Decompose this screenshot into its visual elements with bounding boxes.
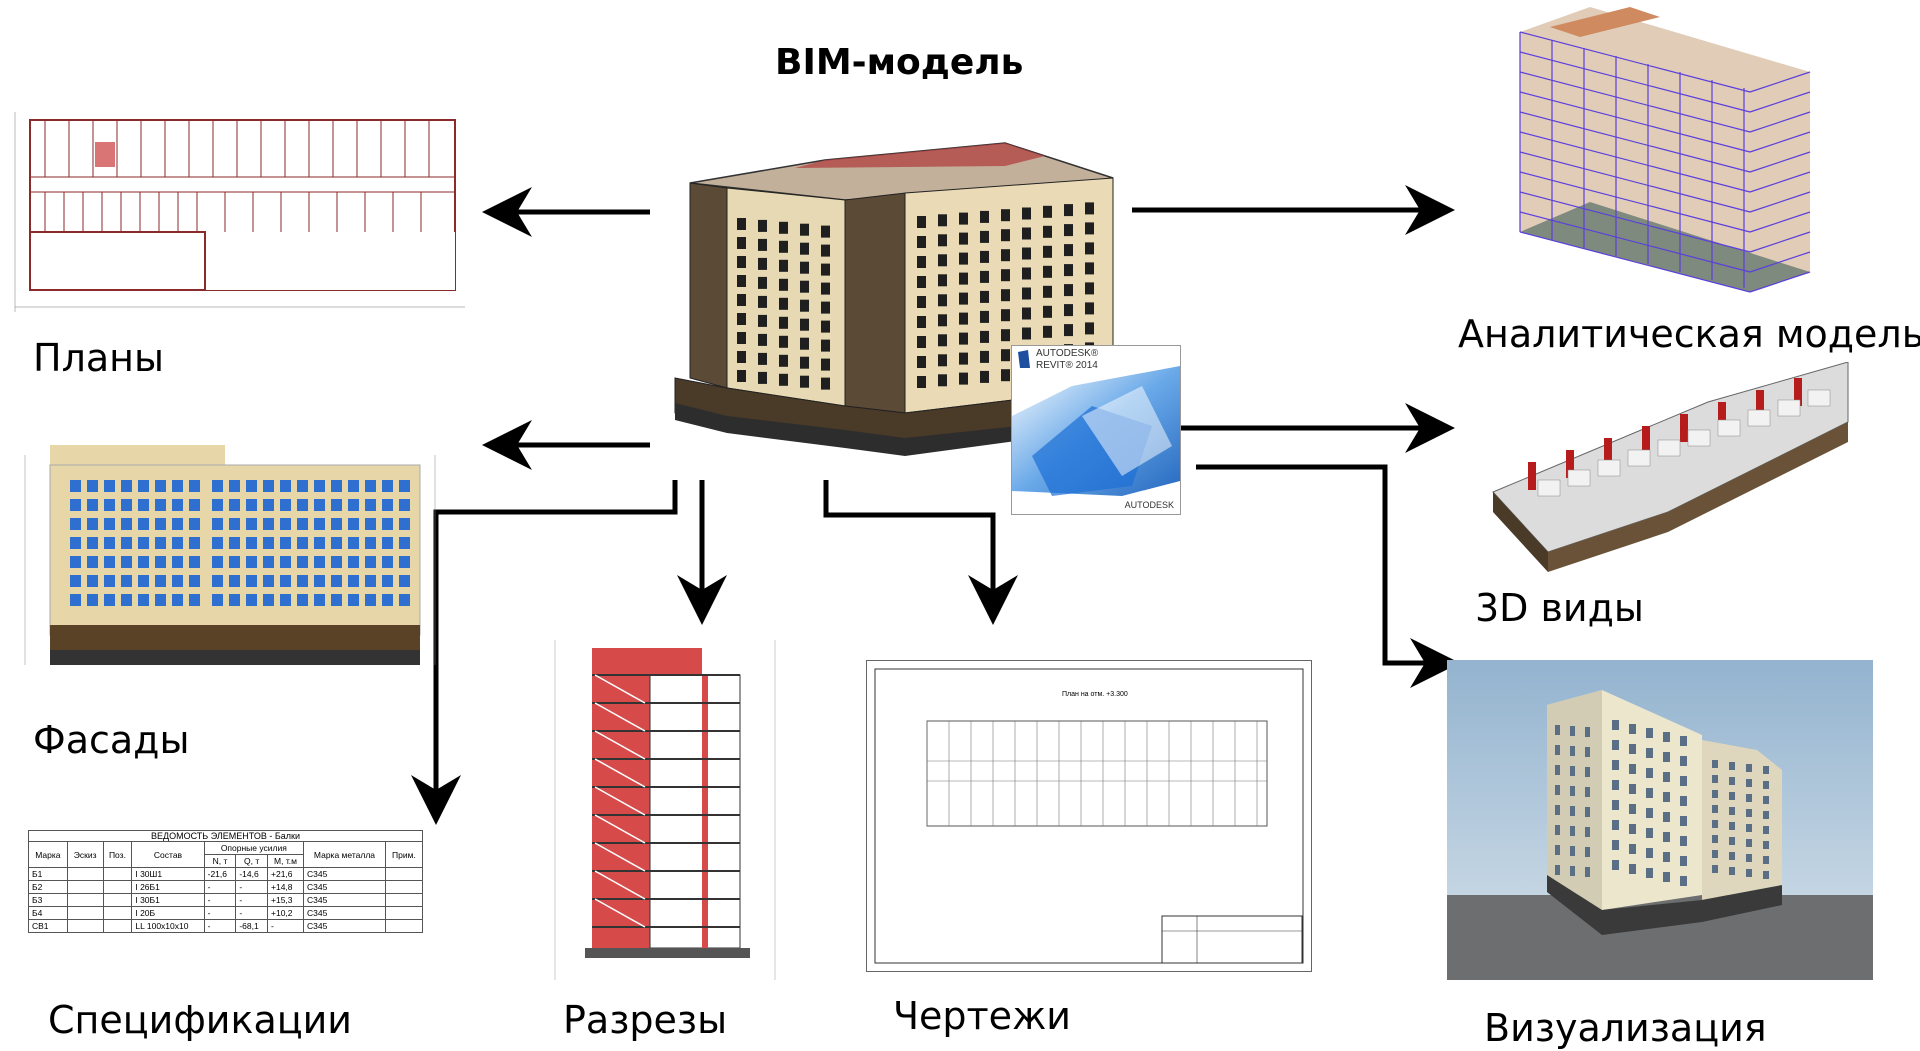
spec-table-cell [66, 893, 104, 907]
spec-table-cell: - [203, 919, 237, 933]
spec-table-cell: +21,6 [267, 867, 305, 881]
spec-table-cell: LL 100x10x10 [131, 919, 205, 933]
spec-col-composition: Состав [131, 841, 205, 868]
revit-footer: AUTODESK [1124, 500, 1174, 510]
spec-col-pos: Поз. [102, 841, 133, 868]
label-facades: Фасады [33, 718, 190, 762]
spec-table-cell: - [267, 919, 305, 933]
spec-table-cell: Б4 [28, 906, 68, 920]
spec-col-note: Прим. [384, 841, 424, 868]
spec-table-cell: I 30Ш1 [131, 867, 205, 881]
revit-logo-card: AUTODESK® REVIT® 2014 AUTODESK [1011, 345, 1181, 515]
spec-table-cell: С345 [303, 919, 386, 933]
spec-col-n: N, т [203, 854, 237, 868]
page-title: BIM-модель [775, 42, 1024, 83]
spec-table-title: ВЕДОМОСТЬ ЭЛЕМЕНТОВ - Балки [28, 830, 423, 841]
spec-table-cell [102, 867, 133, 881]
spec-col-metal: Марка металла [303, 841, 386, 868]
spec-table-cell [384, 867, 424, 881]
spec-table-cell: - [235, 906, 269, 920]
spec-table-cell: I 26Б1 [131, 880, 205, 894]
spec-table: ВЕДОМОСТЬ ЭЛЕМЕНТОВ - Балки Марка Эскиз … [28, 830, 424, 933]
spec-table-cell: +10,2 [267, 906, 305, 920]
spec-table-cell: I 30Б1 [131, 893, 205, 907]
arrow-to-specs [411, 480, 678, 825]
spec-table-cell: - [203, 906, 237, 920]
spec-table-cell [384, 919, 424, 933]
spec-table-cell [66, 880, 104, 894]
label-3d: 3D виды [1475, 586, 1644, 630]
spec-col-mark: Марка [28, 841, 68, 868]
label-visualization: Визуализация [1484, 1006, 1767, 1050]
floor-plan-image [14, 112, 465, 312]
label-drawings: Чертежи [893, 994, 1071, 1038]
3d-view-image [1492, 362, 1849, 572]
spec-col-sketch: Эскиз [66, 841, 104, 868]
label-plans: Планы [33, 336, 164, 380]
spec-table-cell: +15,3 [267, 893, 305, 907]
spec-table-cell [102, 893, 133, 907]
spec-col-q: Q, т [235, 854, 269, 868]
spec-table-cell: С345 [303, 906, 386, 920]
spec-table-cell [384, 893, 424, 907]
spec-table-cell [384, 906, 424, 920]
revit-product: REVIT® 2014 [1036, 360, 1098, 371]
section-image [554, 640, 776, 980]
spec-table-cell: -14,6 [235, 867, 269, 881]
spec-table-cell: - [203, 880, 237, 894]
spec-table-cell: -21,6 [203, 867, 237, 881]
spec-col-m: M, т.м [267, 854, 305, 868]
spec-table-cell [102, 880, 133, 894]
spec-table-cell: Б1 [28, 867, 68, 881]
spec-table-cell [102, 919, 133, 933]
spec-table-cell: Б3 [28, 893, 68, 907]
spec-col-support: Опорные усилия [203, 841, 305, 855]
spec-table-cell: I 20Б [131, 906, 205, 920]
spec-table-cell: - [235, 893, 269, 907]
drawing-heading: План на отм. +3.300 [1062, 691, 1128, 698]
spec-table-cell: +14,8 [267, 880, 305, 894]
spec-table-cell: С345 [303, 867, 386, 881]
spec-table-cell: - [235, 880, 269, 894]
drawing-plan [874, 668, 1304, 964]
spec-table-cell: Б2 [28, 880, 68, 894]
drawing-sheet: План на отм. +3.300 [866, 660, 1312, 972]
label-sections: Разрезы [563, 998, 728, 1042]
visualization-image [1447, 660, 1873, 980]
arrow-to-drawings [823, 480, 1018, 625]
label-specs: Спецификации [48, 998, 352, 1042]
spec-table-cell: С345 [303, 893, 386, 907]
revit-brand: AUTODESK® [1036, 348, 1099, 359]
spec-table-cell [66, 867, 104, 881]
spec-table-cell: С345 [303, 880, 386, 894]
revit-artwork [1012, 346, 1180, 514]
analytical-model-image [1519, 7, 1811, 293]
spec-table-cell: -68,1 [235, 919, 269, 933]
arrow-to-visualization [1196, 464, 1460, 688]
facade-image [24, 445, 436, 665]
spec-table-cell [66, 919, 104, 933]
label-analytical: Аналитическая модель [1458, 312, 1920, 356]
spec-table-cell [384, 880, 424, 894]
spec-table-cell: - [203, 893, 237, 907]
spec-table-cell [102, 906, 133, 920]
spec-table-cell: СВ1 [28, 919, 68, 933]
spec-table-cell [66, 906, 104, 920]
